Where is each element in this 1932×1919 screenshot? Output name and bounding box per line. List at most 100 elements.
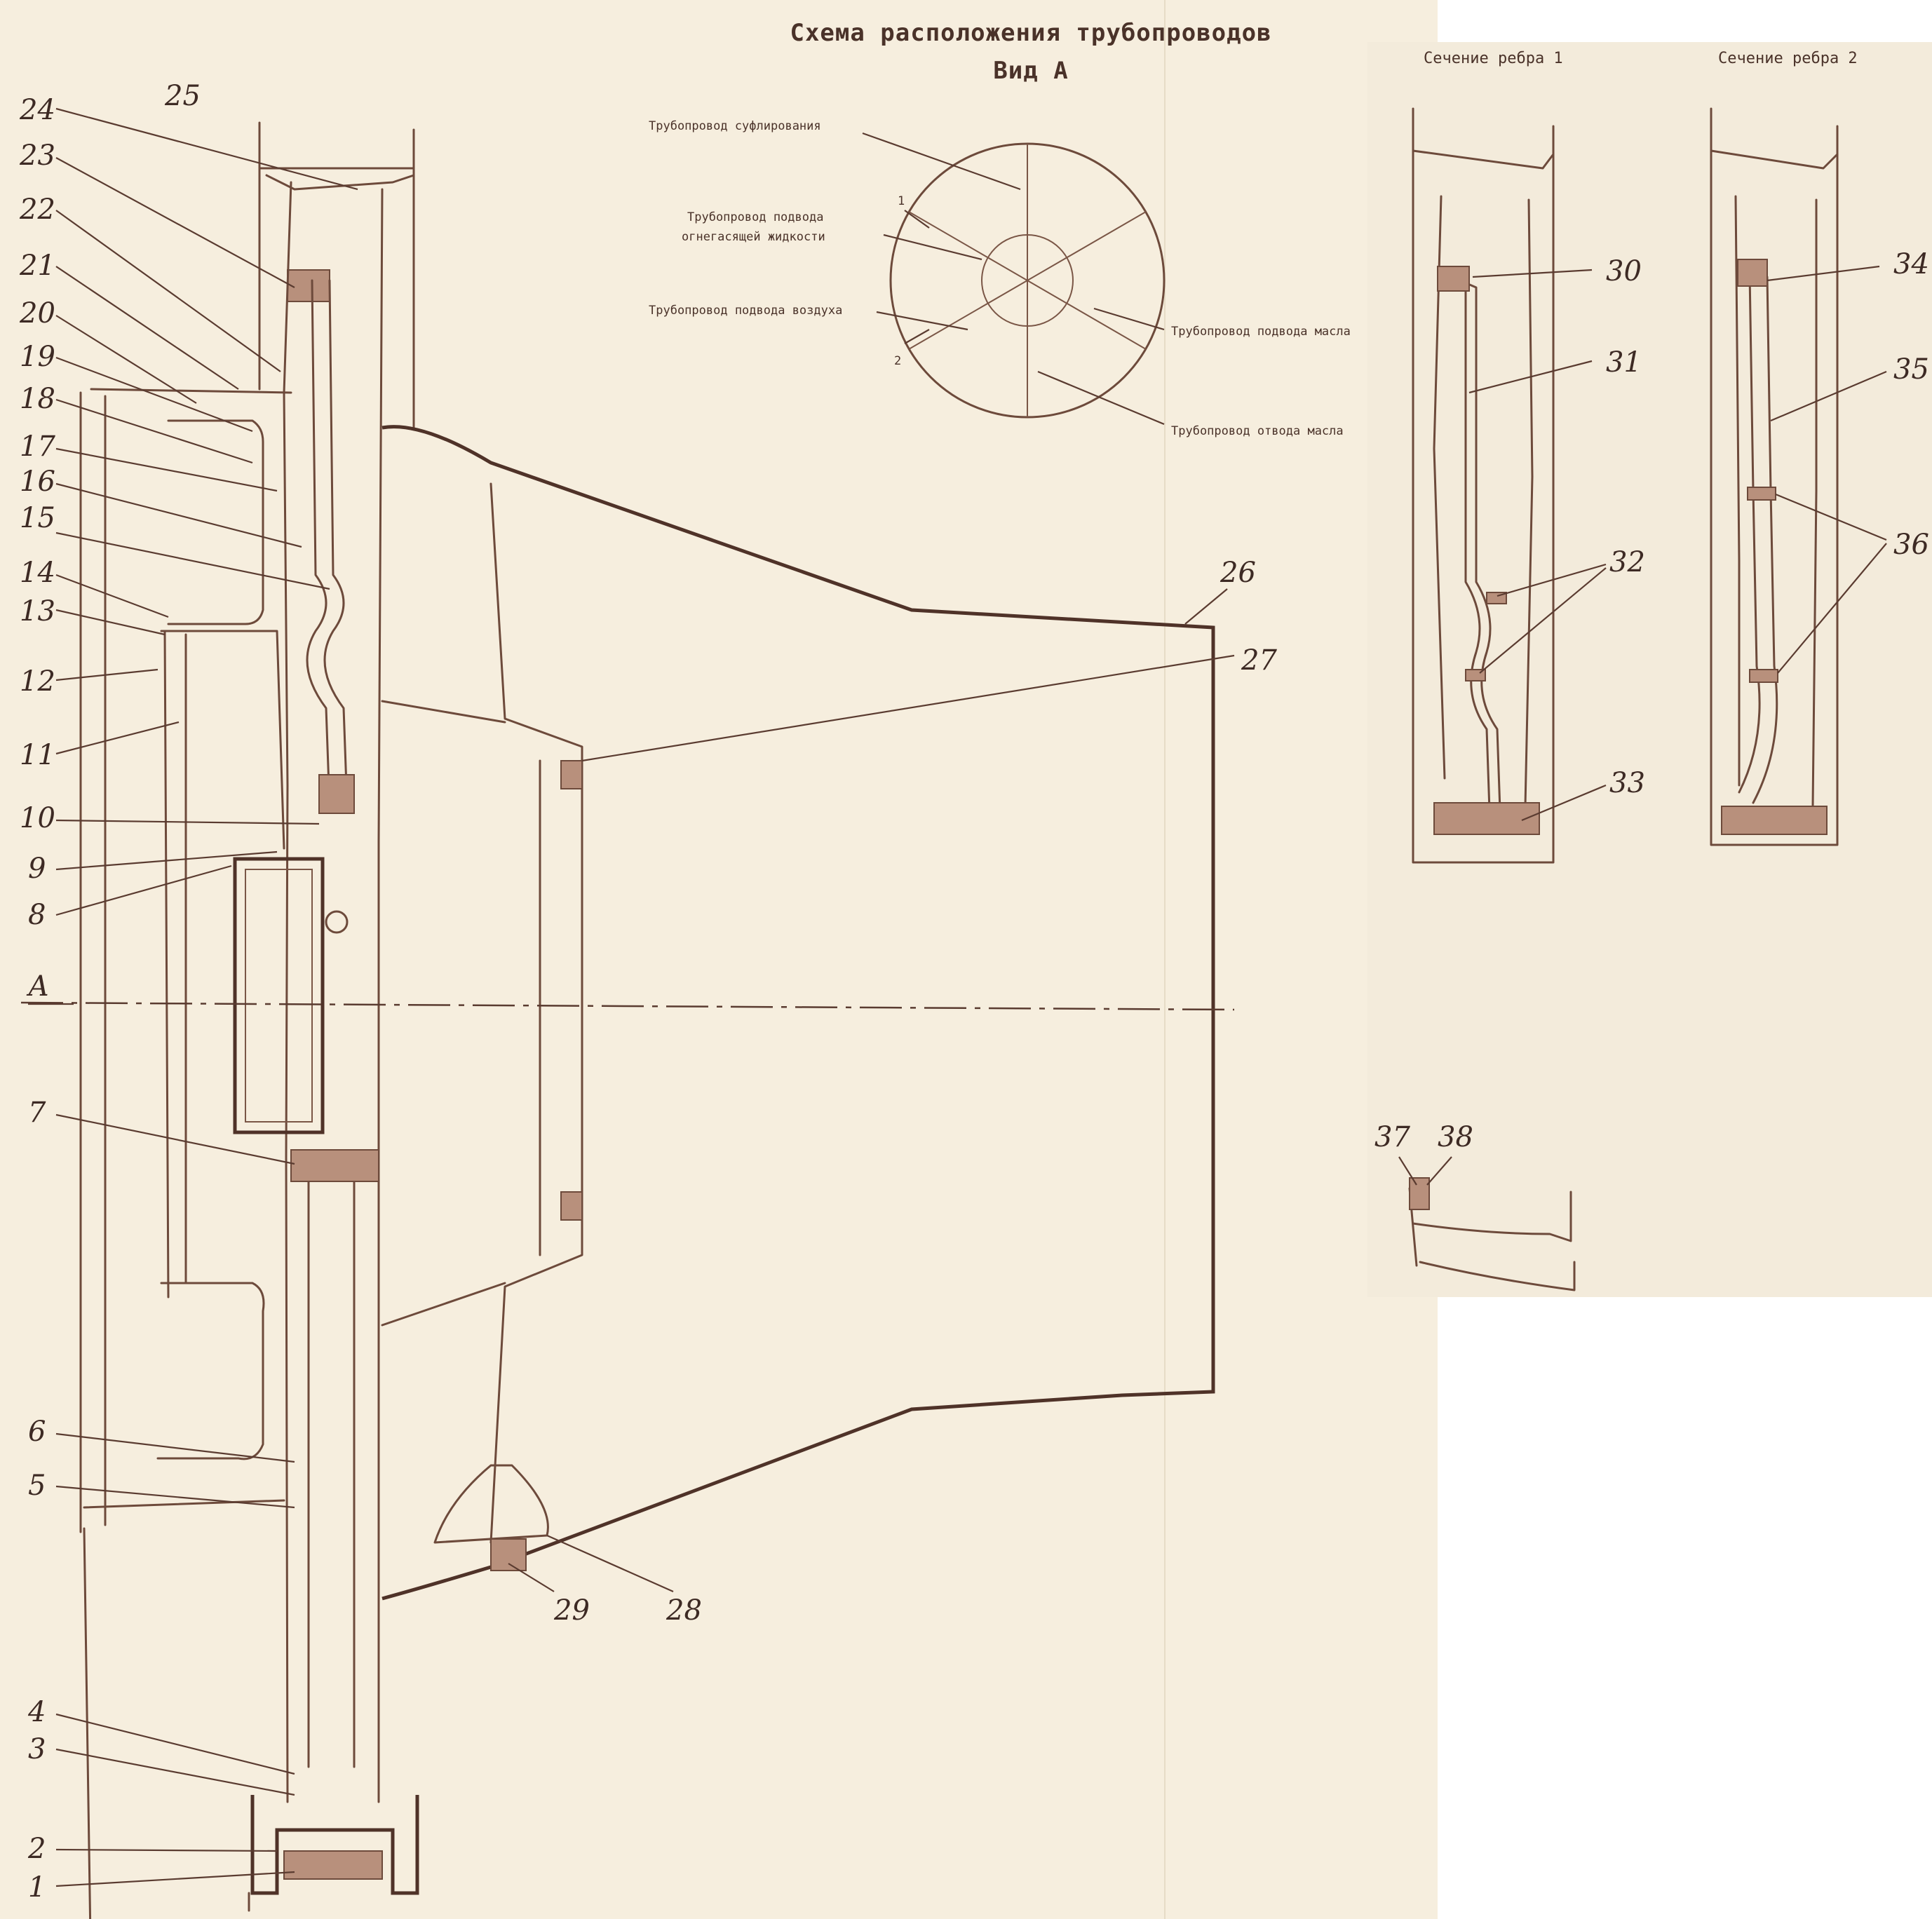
rib-2-marker bbox=[904, 329, 930, 344]
leader-18 bbox=[55, 398, 253, 464]
bottom-hub bbox=[250, 1795, 419, 1895]
leader-13 bbox=[55, 609, 165, 636]
leader-16 bbox=[55, 482, 302, 548]
leader-36a bbox=[1775, 493, 1887, 541]
paper-fold-line bbox=[1164, 0, 1166, 1919]
leader-17 bbox=[55, 447, 278, 492]
leader-7 bbox=[55, 1113, 295, 1165]
diffuser-strut-upper bbox=[381, 700, 506, 724]
leader-11 bbox=[55, 721, 180, 755]
strut-wall-left bbox=[283, 181, 292, 1803]
inner-shell-left bbox=[163, 630, 170, 1298]
air-leader bbox=[876, 311, 968, 331]
callout-10: 10 bbox=[20, 802, 55, 834]
leader-31 bbox=[1468, 360, 1593, 394]
callout-24: 24 bbox=[19, 94, 55, 126]
diffuser-strut-lower bbox=[381, 1282, 506, 1327]
callout-8: 8 bbox=[28, 899, 46, 931]
leader-3 bbox=[55, 1748, 295, 1796]
paper-main-sheet bbox=[0, 0, 1438, 1919]
detail-top-curve bbox=[1412, 1191, 1572, 1242]
rib-2-fitting-top bbox=[1737, 259, 1768, 287]
callout-14: 14 bbox=[20, 557, 55, 589]
diffuser-cone-outline bbox=[381, 425, 1215, 1601]
main-section: А bbox=[20, 121, 1235, 1919]
lower-pipe-fitting bbox=[290, 1149, 379, 1182]
leader-22 bbox=[55, 210, 281, 372]
breather-leader bbox=[862, 132, 1021, 191]
diffuser-inner-shell bbox=[489, 482, 583, 1544]
rib-1-pipe-a bbox=[1440, 272, 1492, 832]
callout-36: 36 bbox=[1893, 529, 1929, 561]
rib-2-outline bbox=[1710, 107, 1839, 846]
leader-19 bbox=[55, 356, 253, 433]
pipeline-scheme: Трубопровод суфлирования Трубопровод под… bbox=[649, 119, 1351, 438]
pipe-fitting-upper bbox=[318, 774, 355, 814]
rib-2-pipe-a bbox=[1738, 272, 1761, 794]
rib-1-marker bbox=[904, 210, 930, 229]
bottom-hub-seal bbox=[283, 1850, 383, 1880]
callout-4: 4 bbox=[27, 1696, 46, 1728]
rib-2-number: 2 bbox=[894, 354, 901, 368]
leader-4 bbox=[55, 1713, 295, 1775]
leader-36b bbox=[1777, 543, 1887, 674]
top-cover-inner bbox=[265, 174, 415, 191]
rib-1-pipe-b bbox=[1450, 276, 1502, 832]
callout-5: 5 bbox=[28, 1470, 46, 1502]
outer-ring-bottom-edge bbox=[83, 1499, 285, 1509]
drain-plug bbox=[490, 1538, 527, 1571]
top-clamp bbox=[287, 269, 330, 302]
callout-12: 12 bbox=[20, 665, 55, 698]
rib-1-title: Сечение ребра 1 bbox=[1424, 50, 1563, 67]
callout-1: 1 bbox=[28, 1871, 46, 1904]
leader-33 bbox=[1521, 784, 1607, 822]
callout-15: 15 bbox=[20, 502, 55, 534]
callout-38: 38 bbox=[1438, 1121, 1473, 1153]
callout-19: 19 bbox=[20, 341, 55, 373]
inner-rib-lower bbox=[156, 1282, 265, 1460]
extinguisher-leader bbox=[883, 233, 982, 261]
leader-34 bbox=[1767, 265, 1880, 282]
rib-1-inner-right bbox=[1524, 198, 1534, 808]
callout-33: 33 bbox=[1609, 767, 1645, 799]
callout-3: 3 bbox=[28, 1733, 46, 1765]
rib-2-inner-right bbox=[1811, 198, 1818, 808]
main-callouts: 24 25 23 22 21 20 19 18 17 16 15 14 13 1… bbox=[19, 80, 1277, 1904]
leader-28 bbox=[546, 1534, 674, 1593]
leader-29 bbox=[508, 1563, 555, 1592]
callout-37: 37 bbox=[1374, 1121, 1410, 1153]
leader-14 bbox=[55, 574, 169, 618]
rib-2-clamp-2 bbox=[1749, 669, 1778, 683]
oil-return-leader bbox=[1037, 370, 1165, 426]
callout-21: 21 bbox=[19, 250, 55, 282]
detail-37-38: 37 38 bbox=[1374, 1121, 1576, 1291]
callout-17: 17 bbox=[20, 430, 55, 463]
leader-37 bbox=[1398, 1156, 1417, 1186]
callout-7: 7 bbox=[28, 1097, 46, 1129]
leader-24 bbox=[55, 107, 358, 191]
pump-plug bbox=[325, 910, 349, 934]
rib-1-number: 1 bbox=[898, 194, 905, 208]
callout-18: 18 bbox=[20, 383, 55, 415]
callout-32: 32 bbox=[1609, 546, 1645, 578]
callout-26: 26 bbox=[1220, 557, 1256, 589]
leader-12 bbox=[55, 668, 158, 682]
air-label: Трубопровод подвода воздуха bbox=[649, 304, 842, 318]
callout-35: 35 bbox=[1893, 353, 1929, 386]
callout-28: 28 bbox=[666, 1594, 702, 1627]
strut-wall-right bbox=[377, 188, 384, 1803]
rib-1-top bbox=[1412, 149, 1555, 170]
leader-32b bbox=[1479, 567, 1607, 674]
rib-2-base bbox=[1721, 806, 1828, 835]
leader-21 bbox=[55, 266, 239, 390]
oil-supply-label: Трубопровод подвода масла bbox=[1171, 325, 1351, 339]
leader-26 bbox=[1184, 588, 1228, 625]
leader-2 bbox=[55, 1848, 278, 1852]
callout-34: 34 bbox=[1893, 248, 1929, 280]
drawing-title: Схема расположения трубопроводов bbox=[790, 19, 1271, 47]
callout-9: 9 bbox=[28, 853, 46, 885]
callout-31: 31 bbox=[1606, 346, 1642, 379]
upper-pipe-right bbox=[323, 279, 349, 808]
